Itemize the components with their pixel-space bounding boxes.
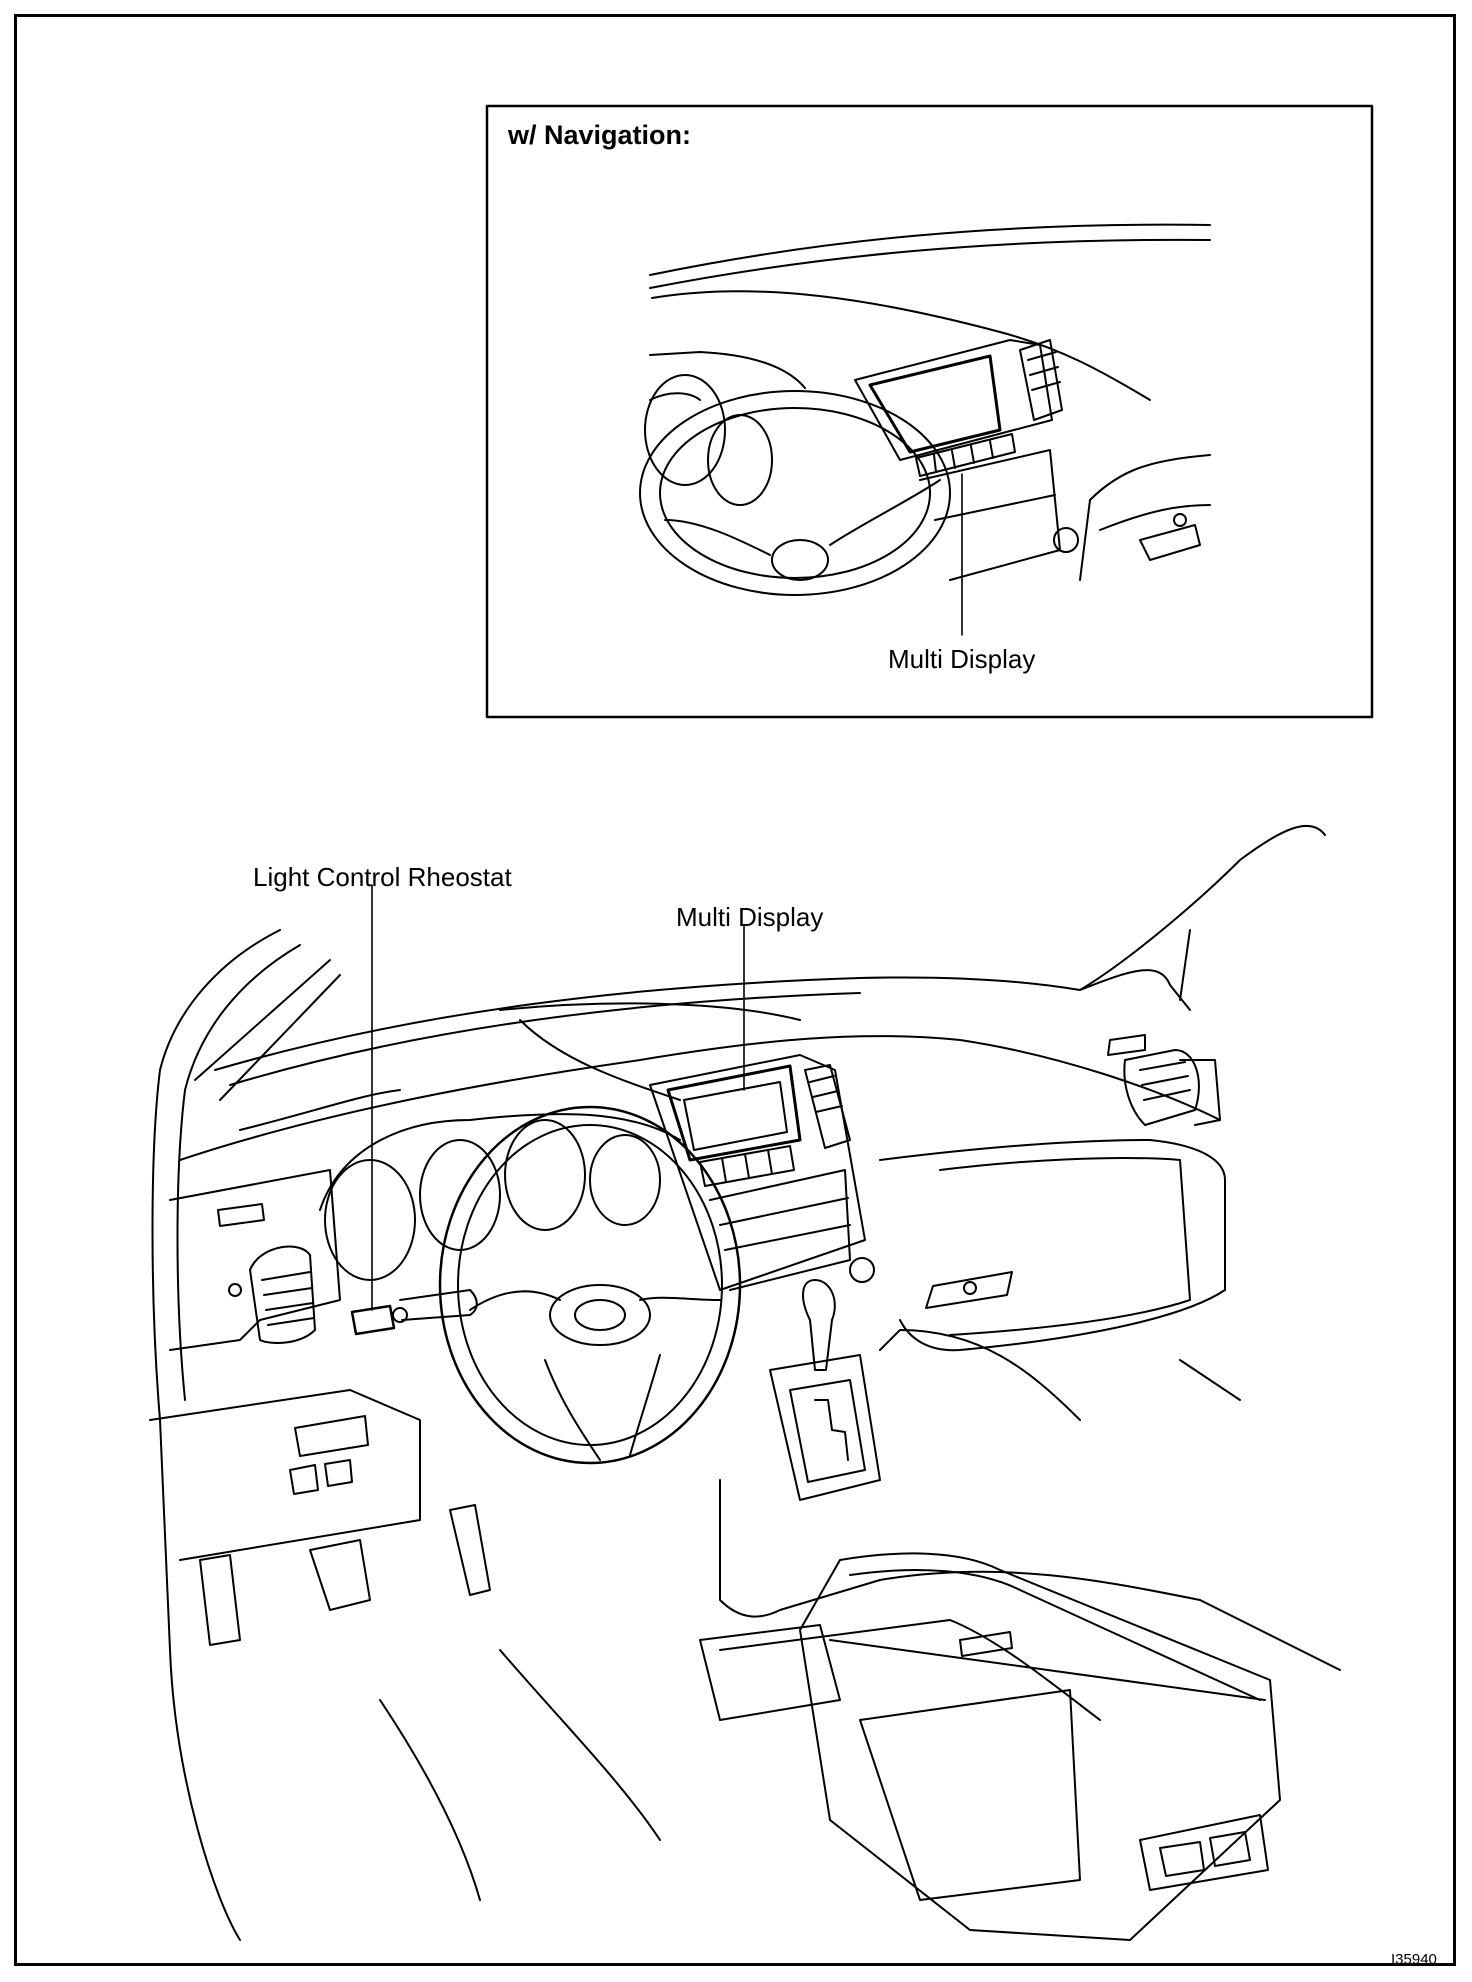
light-control-rheostat-label: Light Control Rheostat — [253, 862, 512, 892]
inset-title: w/ Navigation: — [508, 120, 692, 150]
rear-console — [799, 1552, 1281, 1941]
rheostat-knob — [350, 1304, 396, 1336]
main-multi-display — [666, 1064, 802, 1162]
figure-code: I35940 — [1391, 1951, 1437, 1968]
main-center-stack — [649, 1054, 866, 1291]
inset-panel — [485, 104, 1374, 719]
inset-steering-wheel — [639, 390, 951, 596]
main-interior — [149, 825, 1341, 1941]
figure-frame — [14, 14, 1456, 1966]
multi-display-label: Multi Display — [676, 902, 824, 932]
main-steering-wheel — [438, 1105, 742, 1465]
inset-center-bezel — [854, 339, 1053, 461]
inset-multi-display-label: Multi Display — [888, 644, 1036, 674]
inset-nav-screen — [868, 354, 1002, 454]
